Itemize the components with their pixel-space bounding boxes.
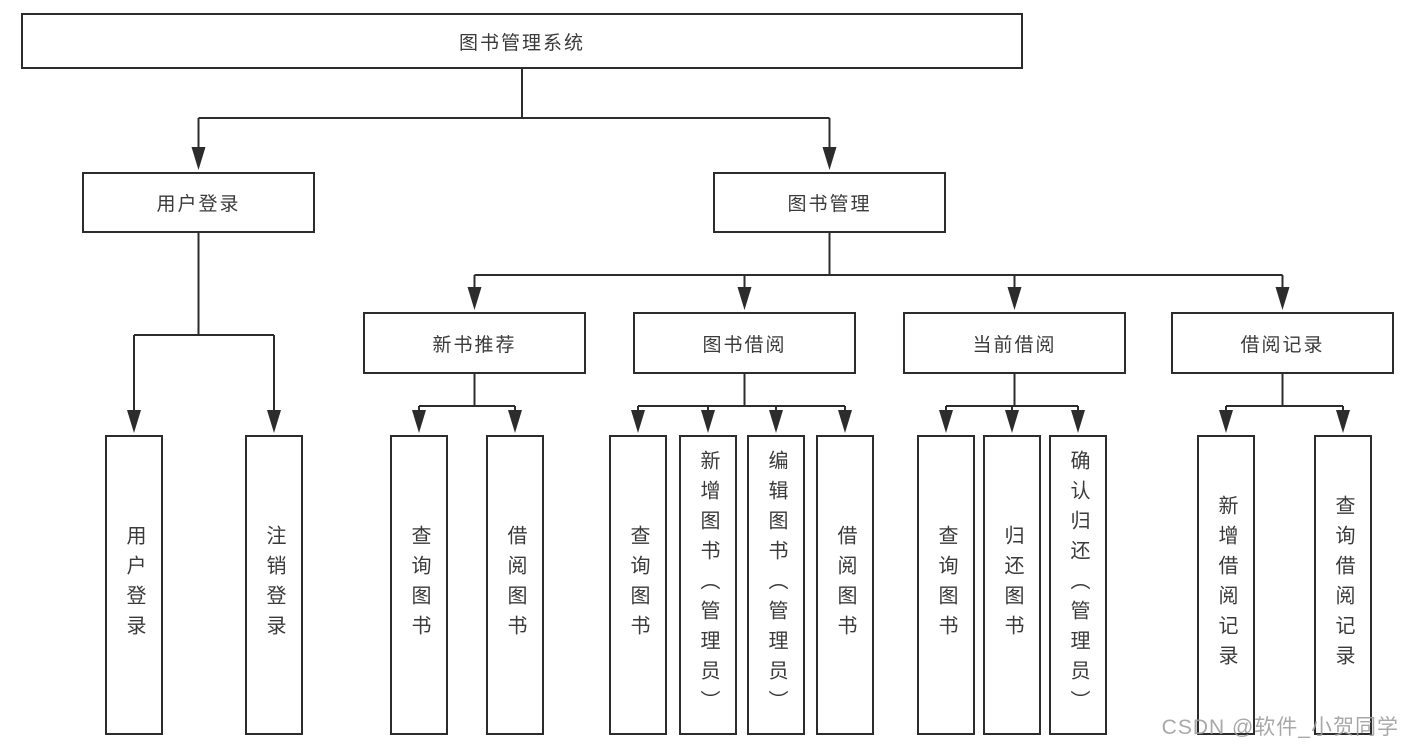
leaf-borrow-book: 借阅图书 [816, 435, 874, 735]
leaf-add-book-admin-label: 新增图书（管理员） [697, 450, 719, 720]
node-current-borrow: 当前借阅 [903, 312, 1126, 374]
node-borrow-records-label: 借阅记录 [1240, 334, 1325, 356]
leaf-user-login: 用户登录 [105, 435, 163, 735]
leaf-query-borrow-record-label: 查询借阅记录 [1332, 495, 1354, 675]
leaf-current-query-books: 查询图书 [917, 435, 975, 735]
leaf-confirm-return-admin-label: 确认归还（管理员） [1067, 450, 1089, 720]
node-book-borrow: 图书借阅 [633, 312, 856, 374]
node-new-book-recommend: 新书推荐 [363, 312, 586, 374]
leaf-borrow-query-books-label: 查询图书 [627, 525, 649, 645]
node-current-borrow-label: 当前借阅 [972, 334, 1057, 356]
leaf-add-borrow-record-label: 新增借阅记录 [1215, 495, 1237, 675]
leaf-borrow-query-books: 查询图书 [609, 435, 667, 735]
leaf-logout-label: 注销登录 [263, 525, 285, 645]
node-borrow-records: 借阅记录 [1171, 312, 1394, 374]
csdn-watermark: CSDN @软件_小贺同学 [1161, 716, 1399, 739]
node-library-system-label: 图书管理系统 [458, 32, 585, 54]
leaf-logout: 注销登录 [245, 435, 303, 735]
leaf-user-login-label: 用户登录 [123, 525, 145, 645]
node-book-borrow-label: 图书借阅 [702, 334, 787, 356]
leaf-add-book-admin: 新增图书（管理员） [679, 435, 737, 735]
arrowheads [127, 147, 1350, 433]
leaf-add-borrow-record: 新增借阅记录 [1197, 435, 1255, 735]
leaf-recommend-query-books: 查询图书 [390, 435, 448, 735]
leaf-return-book: 归还图书 [983, 435, 1041, 735]
leaf-edit-book-admin: 编辑图书（管理员） [747, 435, 805, 735]
node-book-management-label: 图书管理 [787, 194, 872, 215]
leaf-confirm-return-admin: 确认归还（管理员） [1049, 435, 1107, 735]
leaf-edit-book-admin-label: 编辑图书（管理员） [765, 450, 787, 720]
node-user-login-label: 用户登录 [156, 194, 241, 215]
leaf-query-borrow-record: 查询借阅记录 [1314, 435, 1372, 735]
node-user-login: 用户登录 [82, 172, 315, 233]
node-library-system: 图书管理系统 [21, 13, 1023, 69]
leaf-return-book-label: 归还图书 [1001, 525, 1023, 645]
node-book-management: 图书管理 [713, 172, 946, 233]
leaf-recommend-borrow-books-label: 借阅图书 [504, 525, 526, 645]
leaf-recommend-query-books-label: 查询图书 [408, 525, 430, 645]
leaf-current-query-books-label: 查询图书 [935, 525, 957, 645]
leaf-borrow-book-label: 借阅图书 [834, 525, 856, 645]
leaf-recommend-borrow-books: 借阅图书 [486, 435, 544, 735]
node-new-book-recommend-label: 新书推荐 [432, 334, 517, 356]
